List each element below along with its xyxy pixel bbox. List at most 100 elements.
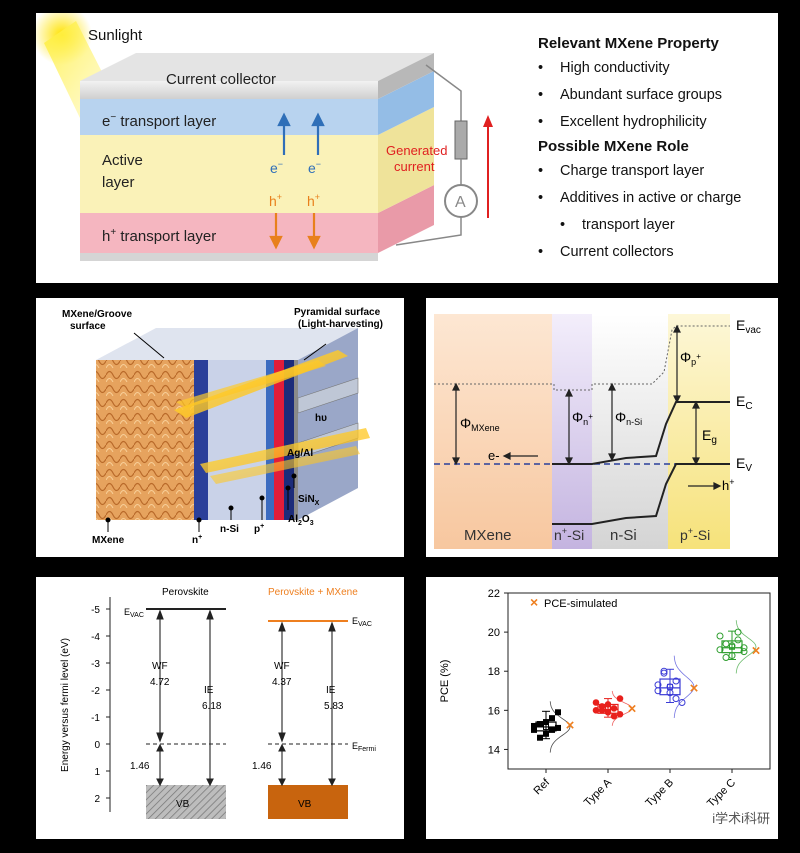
y-tick-label: -1: [91, 713, 100, 724]
left-ie-label: IE: [204, 685, 214, 696]
mxene-label: MXene: [92, 535, 125, 546]
y-axis-label: Energy versus fermi level (eV): [60, 638, 71, 772]
conduction-band: [552, 401, 730, 465]
right-gap-value: 1.46: [252, 761, 272, 772]
y-tick-label: 14: [488, 744, 500, 756]
left-gap-value: 1.46: [130, 761, 150, 772]
al2o3-label: Al2O3: [288, 514, 314, 527]
x-tick-label: Type B: [643, 777, 676, 810]
left-wf-value: 4.72: [150, 677, 170, 688]
data-point: [716, 646, 724, 654]
data-point: [672, 677, 680, 685]
ammeter-label: A: [455, 194, 466, 211]
data-point: [531, 722, 537, 729]
n-plus-label: n+: [192, 534, 202, 546]
role-item: transport layer: [538, 212, 773, 239]
distribution-curve: [549, 701, 571, 753]
left-ie-value: 6.18: [202, 701, 222, 712]
phi-pplus-label: Φp+: [680, 349, 701, 367]
right-wf-label: WF: [274, 661, 290, 672]
ev-label: EV: [736, 455, 752, 474]
property-title: Relevant MXene Property: [538, 35, 719, 52]
right-wf-value: 4.37: [272, 677, 292, 688]
property-item: Abundant surface groups: [538, 82, 773, 109]
data-point: [537, 721, 543, 728]
hole-label: h+: [722, 477, 735, 493]
role-item: Additives in active or charge: [538, 185, 773, 212]
data-point: [740, 648, 748, 656]
role-item: Charge transport layer: [538, 158, 773, 185]
mxene-region: [434, 314, 552, 549]
y-tick-label: -2: [91, 686, 100, 697]
data-point: [543, 719, 549, 726]
region-label: p+-Si: [680, 526, 710, 543]
mxene-groove-layer: [96, 360, 194, 520]
current-collector-label: Current collector: [166, 71, 276, 88]
simulated-marker: ×: [628, 700, 637, 717]
electron-label: e−: [270, 159, 283, 176]
y-tick-label: 1: [94, 767, 100, 778]
watermark: i学术i科研: [712, 811, 770, 826]
phi-nplus-label: Φn+: [572, 409, 593, 427]
electron-label: e−: [308, 159, 321, 176]
data-point: [666, 683, 674, 691]
right-title: Perovskite + MXene: [268, 587, 358, 598]
data-point: [543, 730, 549, 737]
evac-label: Evac: [736, 317, 761, 336]
hole-label: h+: [269, 192, 282, 209]
pce-chart-svg: PCE (%) × PCE-simulated 1416182022Ref×Ty…: [439, 588, 771, 810]
data-point: [610, 712, 618, 720]
data-point: [660, 667, 668, 675]
data-point: [549, 726, 555, 733]
right-ie-value: 5.83: [324, 701, 344, 712]
data-point: [734, 636, 742, 644]
n-si-label: n-Si: [220, 524, 239, 535]
valence-band: [552, 463, 730, 525]
data-point: [678, 699, 686, 707]
data-point: [728, 652, 736, 660]
data-point: [537, 734, 543, 741]
data-point: [616, 695, 624, 702]
left-vb: [146, 785, 226, 819]
data-point: [604, 708, 612, 716]
data-point: [592, 707, 600, 714]
data-point: [716, 632, 724, 640]
distribution-curve: [673, 655, 695, 719]
y-tick-label: 0: [94, 740, 100, 751]
simulated-marker: ×: [690, 680, 699, 697]
resistor-icon: [454, 120, 468, 160]
nplus-region: [552, 314, 592, 549]
data-point: [604, 701, 612, 708]
e-transport-layer-label: e− transport layer: [102, 112, 216, 130]
property-item: High conductivity: [538, 55, 773, 82]
h-transport-layer-label: h+ transport layer: [102, 227, 216, 245]
property-item: Excellent hydrophilicity: [538, 109, 773, 136]
region-label: n-Si: [610, 527, 637, 544]
data-point: [728, 642, 736, 650]
nsi-region: [592, 314, 668, 549]
right-ie-label: IE: [326, 685, 336, 696]
band-diagram-svg: Evac EC EV Eg ΦMXene Φn+ Φn-Si Φp+ e- h+…: [434, 314, 761, 549]
x-tick-label: Ref: [532, 776, 553, 797]
solar-cell-stack-svg: Sunlight Current collector e− transport …: [36, 13, 493, 261]
sunlight-label: Sunlight: [88, 27, 143, 44]
y-tick-label: 20: [488, 627, 500, 639]
sinx-label: SiNX: [298, 494, 320, 507]
legend-marker: ×: [530, 594, 538, 610]
x-tick-label: Type C: [705, 777, 738, 810]
data-point: [740, 644, 748, 652]
role-item: Current collectors: [538, 239, 773, 266]
mxene-property-list: Relevant MXene Property High conductivit…: [538, 35, 773, 266]
data-point: [616, 710, 624, 718]
legend-label: PCE-simulated: [544, 598, 617, 610]
data-point: [660, 669, 668, 677]
left-vb-label: VB: [176, 799, 190, 810]
agal-label: Ag/Al: [287, 448, 313, 459]
electron-label: e-: [488, 448, 500, 463]
